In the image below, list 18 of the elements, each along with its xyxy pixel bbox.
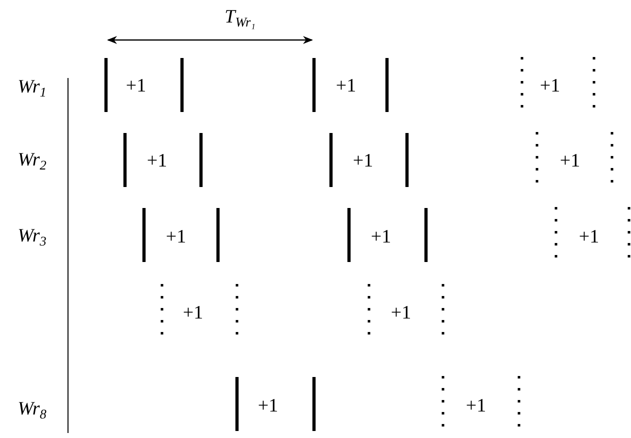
- increment-label: +1: [182, 304, 204, 322]
- period-label: T$_{Wr₁}$: [224, 7, 256, 29]
- increment-label: +1: [258, 396, 278, 416]
- row-label: Wr$_{3}$: [18, 226, 46, 248]
- row-label: Wr$_{1}$: [18, 77, 46, 99]
- increment-label: +1: [390, 304, 412, 322]
- increment-label: +1: [146, 152, 168, 170]
- increment-label: +1: [466, 396, 486, 416]
- increment-label: +1: [560, 152, 580, 170]
- increment-label: +1: [578, 228, 600, 246]
- increment-label: +1: [126, 76, 146, 96]
- increment-label: +1: [370, 228, 392, 246]
- increment-label: +1: [166, 228, 186, 246]
- increment-label: +1: [540, 76, 560, 96]
- row-label: Wr$_{2}$: [18, 150, 46, 172]
- row-label: Wr$_{8}$: [18, 399, 46, 421]
- increment-label: +1: [336, 76, 356, 96]
- increment-label: +1: [352, 152, 374, 170]
